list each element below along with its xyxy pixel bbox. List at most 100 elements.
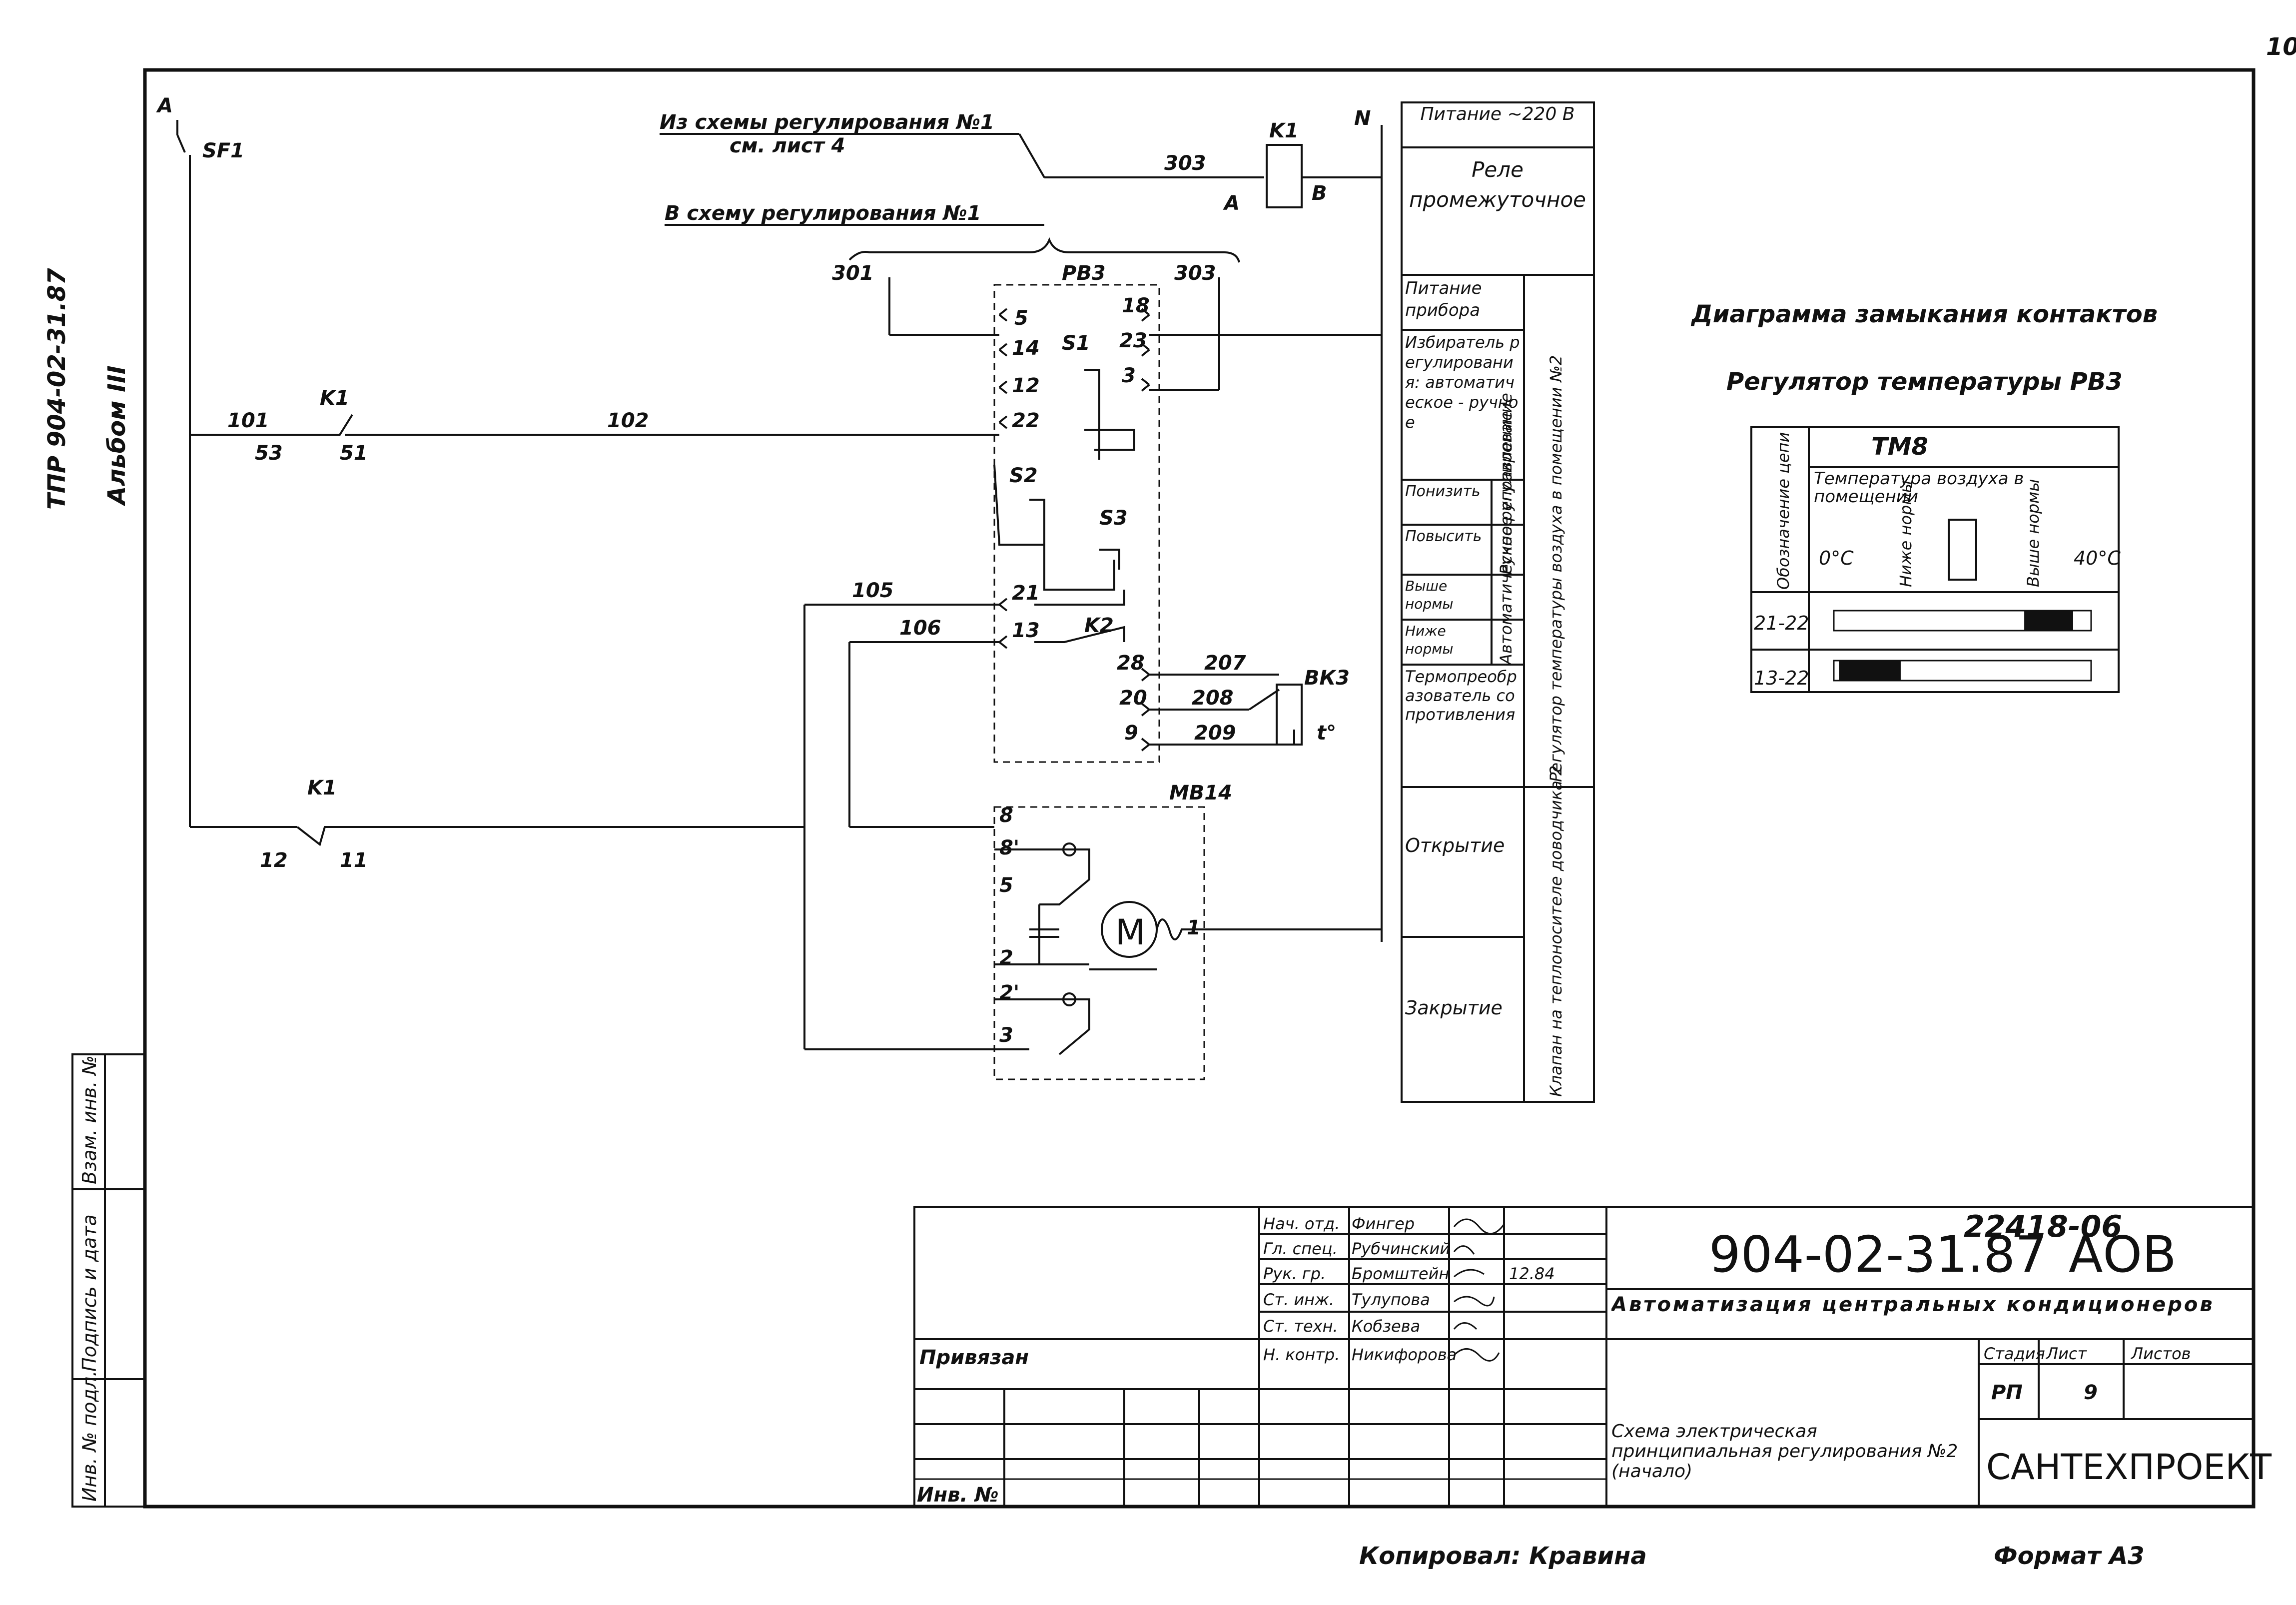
side-album: Альбом III <box>103 365 131 507</box>
k1-coil <box>1266 144 1303 208</box>
to-scheme: В схему регулирования №1 <box>665 202 981 225</box>
wire-101: 101 <box>227 409 269 432</box>
pin-5: 5 <box>1014 307 1028 330</box>
bound-label: Привязан <box>919 1346 1029 1369</box>
signer-role-0: Нач. отд. <box>1263 1214 1340 1233</box>
wire-105: 105 <box>852 579 894 602</box>
signer-name-3: Тулупова <box>1352 1290 1430 1309</box>
sf1-label: SF1 <box>202 139 244 162</box>
pin-23: 23 <box>1119 329 1147 352</box>
row-selector: Избиратель регулирования: автоматическое… <box>1405 333 1520 432</box>
signer-name-1: Рубчинский <box>1352 1239 1450 1258</box>
k1-pin-a: A <box>1223 192 1240 215</box>
wire-102: 102 <box>607 409 649 432</box>
row-sensor: Термопреобразователь сопротивления <box>1405 667 1517 724</box>
row-relay: Реле промежуточное <box>1409 157 1586 212</box>
wire-303: 303 <box>1174 262 1216 285</box>
sheet-value: 9 <box>2084 1381 2098 1404</box>
row-close: Закрытие <box>1405 997 1503 1019</box>
pin-9: 9 <box>1124 722 1138 745</box>
project-title: Автоматизация центральных кондиционеров <box>1611 1294 2215 1316</box>
contact-closed-21-22 <box>2024 611 2073 631</box>
row-power: Питание ~220 В <box>1420 105 1575 124</box>
contact-subtitle: Регулятор температуры РВ3 <box>1726 368 2123 396</box>
pin-12: 12 <box>1012 374 1040 397</box>
pin-28: 28 <box>1117 652 1145 675</box>
node-12: 12 <box>260 849 288 872</box>
temp-header: Температура воздуха в помещении <box>1814 470 2024 507</box>
signer-name-5: Никифорова <box>1352 1345 1457 1364</box>
signer-role-3: Ст. инж. <box>1263 1290 1334 1309</box>
s3-label: S3 <box>1099 507 1128 530</box>
from-scheme: Из схемы регулирования №1 <box>660 111 994 134</box>
row-open: Открытие <box>1405 834 1505 856</box>
row-above: Выше нормы <box>1405 578 1454 612</box>
circuit-col-header: Обозначение цепи <box>1774 432 1793 590</box>
rv3-label: РВ3 <box>1062 262 1106 285</box>
device-label: ТМ8 <box>1871 433 1928 461</box>
s2-label: S2 <box>1009 464 1038 487</box>
wire-301: 301 <box>832 262 874 285</box>
signatures <box>1453 1218 1505 1362</box>
motor-pin-8: 8 <box>999 804 1013 827</box>
node-51: 51 <box>340 442 368 465</box>
org-name: САНТЕХПРОЕКТ <box>1986 1447 2272 1488</box>
see-sheet: см. лист 4 <box>730 134 845 157</box>
k1-contact-label: K1 <box>320 387 349 410</box>
mv14-label: МВ14 <box>1169 782 1232 804</box>
t-min: 0°С <box>1819 547 1854 569</box>
row-lower: Понизить <box>1405 483 1481 500</box>
motor-letter: M <box>1115 912 1145 953</box>
bk3-sensor <box>1276 684 1303 746</box>
pin-3: 3 <box>1122 364 1136 387</box>
circuit-21-22: 21-22 <box>1754 612 1809 634</box>
bk3-label: ВК3 <box>1304 667 1350 690</box>
contact-title: Диаграмма замыкания контактов <box>1690 300 2158 328</box>
row-device-power: Питание прибора <box>1405 278 1482 320</box>
motor-pin-1: 1 <box>1187 916 1201 939</box>
circuit-diagram: A SF1 N Из схемы регулирования №1 см. ли… <box>156 94 1383 1080</box>
footer-copied: Копировал: Кравина <box>1359 1542 1647 1570</box>
k1-pin-b: B <box>1312 182 1327 205</box>
motor-pin-3: 3 <box>999 1024 1013 1047</box>
t-max: 40°С <box>2074 547 2121 569</box>
doc-code: 904-02-31.87 <box>1709 1225 2047 1284</box>
pin-20: 20 <box>1119 687 1147 710</box>
pin-14: 14 <box>1012 337 1040 360</box>
sheet-label: Лист <box>2046 1344 2087 1363</box>
wire-209: 209 <box>1194 722 1236 745</box>
contact-track-21-22 <box>1833 610 2092 632</box>
node-11: 11 <box>340 849 368 872</box>
signer-name-4: Кобзева <box>1352 1317 1420 1336</box>
stamp-replace: Взам. инв. № <box>78 1055 100 1184</box>
node-53: 53 <box>255 442 283 465</box>
pin-13: 13 <box>1012 619 1040 642</box>
k1-lower-label: K1 <box>307 777 337 800</box>
s1-label: S1 <box>1062 332 1090 355</box>
signer-role-5: Н. контр. <box>1263 1345 1340 1364</box>
group-valve: Клапан на теплоносителе доводчика 2 <box>1546 766 1565 1097</box>
contact-track-13-22 <box>1833 660 2092 682</box>
doc-suffix: АОВ <box>2069 1225 2177 1284</box>
signer-name-0: Фингер <box>1352 1214 1415 1233</box>
row-raise: Повысить <box>1405 528 1482 545</box>
stage-label: Стадия <box>1984 1344 2045 1363</box>
wire-106: 106 <box>899 617 941 640</box>
footer-format: Формат А3 <box>1994 1542 2145 1570</box>
stamp-inv: Инв. № подл. <box>78 1371 100 1502</box>
sheet-number: 10 <box>2266 33 2296 61</box>
contact-closed-13-22 <box>1839 661 1901 681</box>
side-code: ТПР 904-02-31.87 <box>43 268 71 510</box>
sign-date: 12.84 <box>1509 1264 1555 1283</box>
signer-role-1: Гл. спец. <box>1263 1239 1338 1258</box>
signer-role-2: Рук. гр. <box>1263 1264 1326 1283</box>
contact-bars <box>1833 610 2092 682</box>
rv3-block <box>993 284 1160 763</box>
temp-label: t° <box>1317 722 1336 745</box>
above-norm: Выше нормы <box>2024 479 2043 587</box>
sheets-label: Листов <box>2131 1344 2191 1363</box>
row-below: Ниже нормы <box>1405 623 1454 657</box>
pin-18: 18 <box>1122 294 1150 317</box>
pin-21: 21 <box>1012 582 1040 605</box>
